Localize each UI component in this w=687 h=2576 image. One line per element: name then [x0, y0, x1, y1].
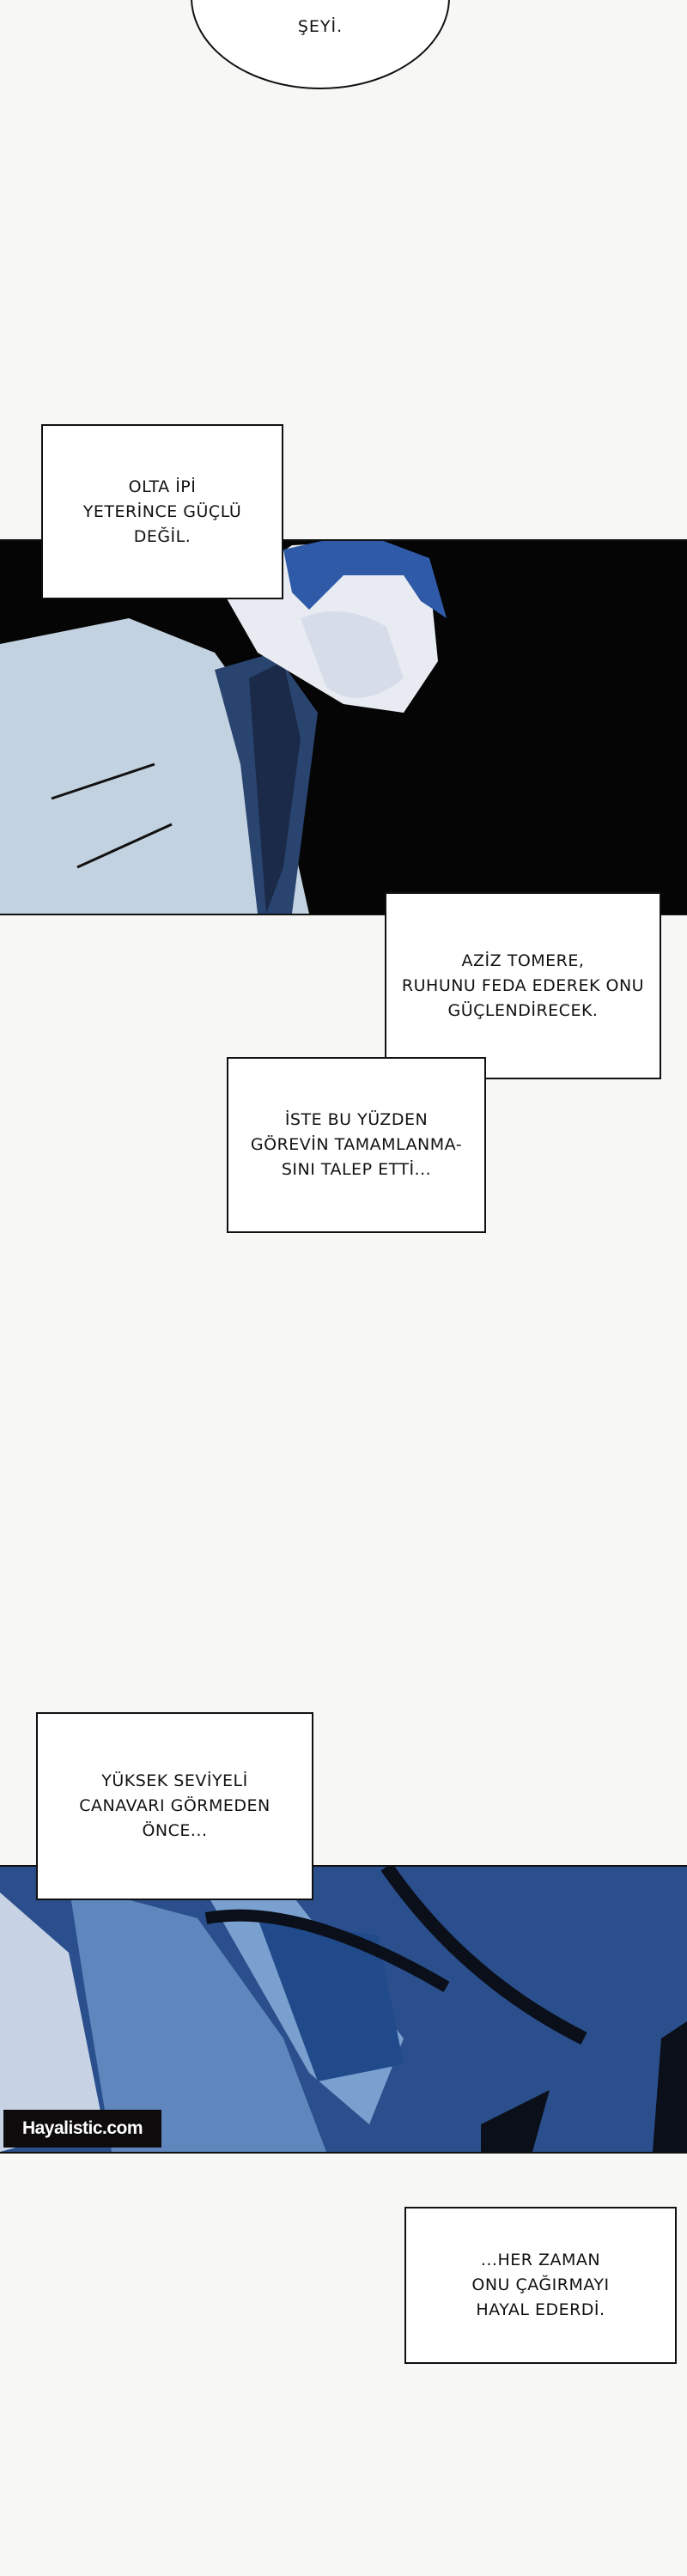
watermark-logo: Hayalistic.com	[3, 2110, 161, 2148]
caption-box-2: AZİZ TOMERE, RUHUNU FEDA EDEREK ONU GÜÇL…	[385, 892, 661, 1079]
caption-box-3: İSTE BU YÜZDEN GÖREVİN TAMAMLANMA- SINI …	[227, 1057, 486, 1233]
caption-box-4: YÜKSEK SEVİYELİ CANAVARI GÖRMEDEN ÖNCE..…	[36, 1712, 313, 1900]
closeup-illustration	[0, 1867, 687, 2152]
speech-bubble-text: ŞEYİ.	[297, 17, 344, 36]
caption-text: ...HER ZAMAN ONU ÇAĞIRMAYI HAYAL EDERDİ.	[471, 2251, 610, 2319]
comic-panel-character	[0, 539, 687, 915]
caption-text: OLTA İPİ YETERİNCE GÜÇLÜ DEĞİL.	[82, 477, 242, 546]
caption-text: AZİZ TOMERE, RUHUNU FEDA EDEREK ONU GÜÇL…	[401, 951, 645, 1020]
caption-text: YÜKSEK SEVİYELİ CANAVARI GÖRMEDEN ÖNCE..…	[79, 1771, 271, 1840]
comic-panel-closeup	[0, 1865, 687, 2154]
speech-bubble: ŞEYİ.	[191, 0, 450, 89]
caption-box-1: OLTA İPİ YETERİNCE GÜÇLÜ DEĞİL.	[41, 424, 283, 599]
caption-box-5: ...HER ZAMAN ONU ÇAĞIRMAYI HAYAL EDERDİ.	[404, 2207, 677, 2364]
caption-text: İSTE BU YÜZDEN GÖREVİN TAMAMLANMA- SINI …	[250, 1110, 463, 1179]
